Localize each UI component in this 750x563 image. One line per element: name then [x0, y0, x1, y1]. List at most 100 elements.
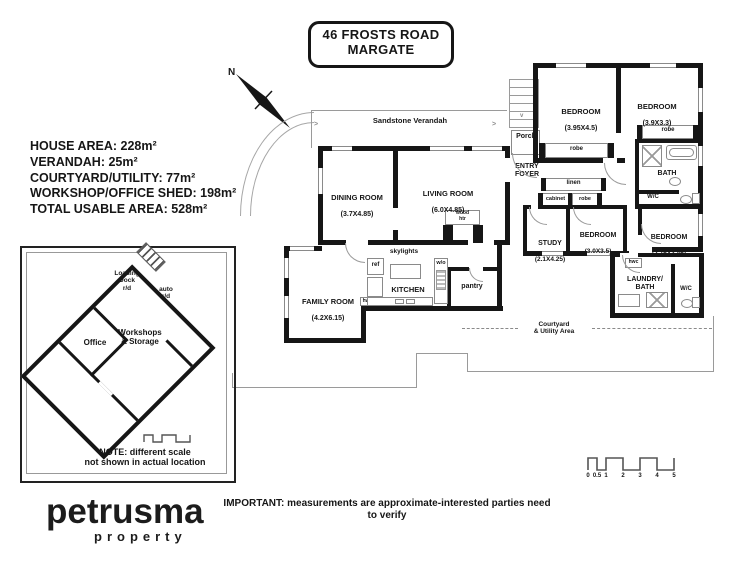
window: [698, 88, 703, 112]
workshops-label: Workshops & Storage: [118, 328, 162, 347]
scale-tick: 2: [621, 473, 625, 479]
room-name: FAMILY ROOM: [301, 296, 355, 306]
wall: [638, 209, 642, 235]
disclaimer: IMPORTANT: measurements are approximate-…: [223, 498, 551, 521]
robe-label: robe: [661, 127, 675, 133]
cabinet-label: cabinet: [545, 196, 566, 202]
wall: [566, 205, 570, 255]
wall: [671, 264, 675, 318]
window: [556, 63, 586, 68]
courtyard-dash-line: [592, 328, 712, 329]
scale-tick: 5: [672, 473, 676, 479]
wall: [505, 146, 510, 245]
courtyard-boundary: [232, 387, 416, 388]
fridge: [367, 258, 384, 275]
wall: [483, 267, 498, 271]
room-dims: (3.95X4.5): [564, 124, 598, 132]
wall: [361, 306, 503, 311]
courtyard-boundary: [713, 316, 714, 372]
north-arrow-icon: N: [228, 67, 290, 128]
wall: [698, 63, 703, 210]
window: [650, 63, 676, 68]
sink: [406, 299, 415, 304]
wall: [608, 143, 614, 158]
room-label-kitchen: KITCHEN: [391, 285, 425, 294]
door-arc: [529, 207, 547, 225]
wall: [284, 338, 366, 343]
wall: [533, 158, 625, 163]
room-dims: (6.0X4.85): [431, 206, 465, 214]
wall: [538, 193, 543, 206]
door-arc: [345, 243, 365, 263]
skylights-label: skylights: [389, 248, 419, 255]
room-name: LIVING ROOM: [422, 188, 474, 198]
robe-label: robe: [569, 146, 583, 152]
bathtub-inner: [669, 148, 694, 157]
wall: [635, 190, 679, 194]
room-name: BEDROOM: [650, 234, 688, 242]
toilet: [680, 195, 692, 204]
scalebar: [587, 457, 675, 471]
wall: [623, 205, 627, 255]
shower: [646, 292, 668, 308]
window: [698, 146, 703, 166]
petrusma-logo: petrusma: [46, 492, 204, 531]
wall-oven-label: w/o: [436, 260, 446, 266]
wall: [610, 313, 704, 318]
sink: [395, 299, 404, 304]
wall: [393, 230, 398, 245]
toilet: [692, 297, 700, 308]
window: [542, 251, 563, 256]
door-opening: [346, 240, 368, 245]
workshop-inset-inner-frame: [26, 252, 227, 474]
wall-oven-hatch: [436, 270, 446, 290]
room-label-study: STUDY (2.1X4.25): [528, 232, 572, 272]
wall: [318, 146, 508, 151]
petrusma-logo-sub: property: [94, 529, 187, 544]
wall: [610, 253, 704, 257]
title-suburb: MARGATE: [347, 42, 415, 57]
window: [284, 296, 289, 318]
wall: [601, 178, 606, 191]
window: [472, 146, 502, 151]
wall: [693, 125, 698, 139]
courtyard-dash-line: [462, 328, 518, 329]
shower: [642, 145, 662, 167]
wall: [616, 63, 621, 133]
verandah-line: [311, 110, 312, 148]
wall: [699, 253, 704, 318]
window: [698, 214, 703, 236]
verandah-arrow-icon: >: [314, 121, 319, 128]
kitchen-bench: [367, 277, 383, 297]
room-dims: (3.0X3.5): [584, 248, 612, 256]
wood-heater: [445, 210, 480, 225]
room-label-living: LIVING ROOM (6.0X4.85): [408, 181, 488, 224]
wall: [635, 139, 639, 209]
wall: [589, 205, 623, 209]
room-name: STUDY: [538, 240, 562, 248]
room-dims: (3.7X4.85): [340, 210, 374, 218]
room-dims: (2.1X4.25): [534, 256, 566, 264]
door-opening: [603, 158, 617, 163]
basin: [669, 177, 681, 186]
wall: [318, 240, 508, 245]
room-label-dining: DINING ROOM (3.7X4.85): [317, 185, 397, 228]
area-line: COURTYARD/UTILITY: 77m²: [30, 170, 196, 185]
room-name: BEDROOM: [637, 101, 677, 111]
driveway-curve: [250, 122, 314, 216]
room-label-bed1: BEDROOM (3.95X4.5): [549, 99, 613, 142]
wall: [635, 204, 703, 209]
wall: [393, 146, 398, 208]
scale-tick: 0: [586, 473, 590, 479]
courtyard-boundary: [416, 353, 417, 388]
room-name: DINING ROOM: [331, 192, 383, 202]
loading-dock-label: Loading Dock r/d: [114, 270, 140, 292]
door-arc: [469, 268, 483, 282]
wall: [635, 139, 703, 143]
verandah-line: [311, 110, 507, 111]
window: [587, 251, 610, 256]
wall: [568, 193, 572, 206]
porch-label: Porch: [516, 133, 536, 140]
wall: [523, 251, 629, 256]
